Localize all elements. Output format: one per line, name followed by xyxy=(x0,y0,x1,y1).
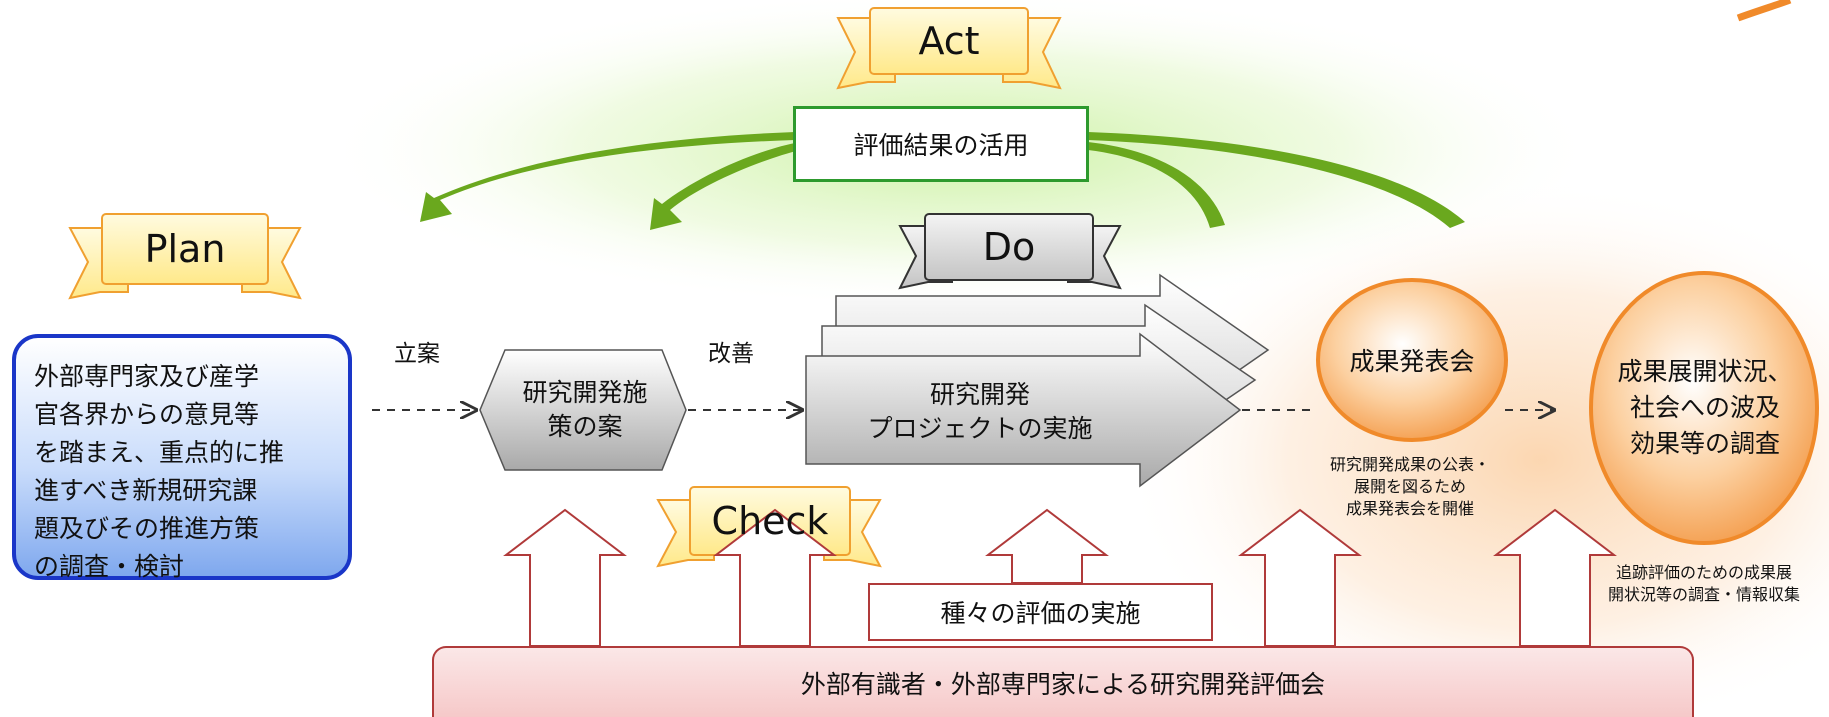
presentation-note-line: 展開を図るため xyxy=(1353,477,1466,496)
plan-label: Plan xyxy=(144,227,226,271)
evaluation-box: 種々の評価の実施 xyxy=(868,583,1213,641)
up-arrow-5 xyxy=(1493,508,1617,647)
hexagon-line: 研究開発施 xyxy=(522,378,648,407)
plan-box: 外部専門家及び産学 官各界からの意見等 を踏まえ、重点的に推 進すべき新規研究課… xyxy=(12,334,352,581)
do-ribbon xyxy=(898,213,1122,290)
project-arrows xyxy=(805,273,1270,488)
up-arrow-3 xyxy=(985,508,1109,584)
survey-note-line: 開状況等の調査・情報収集 xyxy=(1607,585,1800,604)
plan-ribbon xyxy=(68,213,302,300)
check-label: Check xyxy=(711,499,829,543)
up-arrow-1 xyxy=(503,508,627,647)
project-line: 研究開発 xyxy=(929,380,1030,409)
act-ribbon xyxy=(836,7,1062,90)
project-arrow-front xyxy=(805,332,1242,488)
plan-line: を踏まえ、重点的に推 xyxy=(34,438,285,467)
green-arrow-1 xyxy=(420,132,795,222)
plan-line: 外部専門家及び産学 xyxy=(34,362,260,391)
up-arrow-2 xyxy=(713,508,837,647)
act-label: Act xyxy=(918,19,980,63)
check-up-arrows xyxy=(503,508,1617,647)
hexagon-shape xyxy=(479,349,687,471)
green-arrow-4 xyxy=(1088,132,1465,228)
ritsuan-label: 立案 xyxy=(394,341,440,367)
presentation-circle-label: 成果発表会 xyxy=(1349,347,1475,376)
survey-circle-label: 成果展開状況、 社会への波及 効果等の調査 xyxy=(1595,352,1815,464)
kaizen-label: 改善 xyxy=(708,341,754,367)
presentation-note-line: 研究開発成果の公表・ xyxy=(1329,455,1490,474)
plan-line: 官各界からの意見等 xyxy=(34,400,260,429)
evaluation-committee-bar: 外部有識者・外部専門家による研究開発評価会 xyxy=(432,646,1694,717)
presentation-circle-shape xyxy=(1316,278,1508,442)
survey-note: 追跡評価のための成果展 開状況等の調査・情報収集 xyxy=(1580,560,1828,608)
plan-line: の調査・検討 xyxy=(34,552,185,581)
act-utilization-box: 評価結果の活用 xyxy=(793,106,1089,182)
project-line: プロジェクトの実施 xyxy=(867,414,1093,443)
act-feedback-arrows xyxy=(420,132,1465,230)
survey-line: 効果等の調査 xyxy=(1629,429,1780,458)
hexagon-label: 研究開発施 策の案 xyxy=(500,365,670,455)
presentation-note: 研究開発成果の公表・ 展開を図るため 成果発表会を開催 xyxy=(1290,452,1530,522)
survey-note-line: 追跡評価のための成果展 xyxy=(1615,563,1792,582)
plan-line: 題及びその推進方策 xyxy=(34,514,260,543)
do-label: Do xyxy=(982,225,1036,269)
green-arrow-2 xyxy=(650,142,800,230)
survey-line: 社会への波及 xyxy=(1629,393,1780,422)
survey-circle-shape xyxy=(1589,271,1819,545)
presentation-note-line: 成果発表会を開催 xyxy=(1345,499,1474,518)
survey-line: 成果展開状況、 xyxy=(1617,357,1793,386)
up-arrow-4 xyxy=(1238,508,1362,647)
project-label: 研究開発 プロジェクトの実施 xyxy=(830,372,1130,452)
corner-mark xyxy=(1736,0,1792,22)
green-arrow-3 xyxy=(1088,142,1225,228)
hexagon-line: 策の案 xyxy=(547,412,623,441)
plan-line: 進すべき新規研究課 xyxy=(34,476,258,505)
